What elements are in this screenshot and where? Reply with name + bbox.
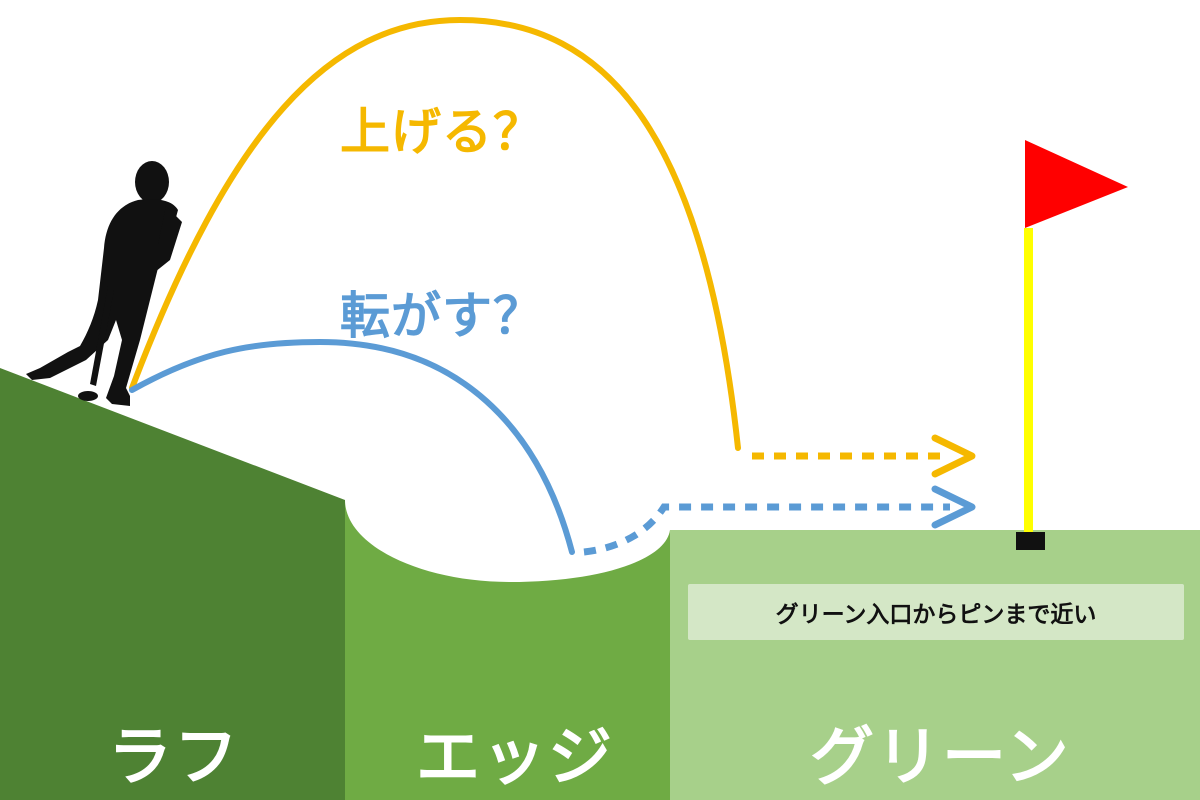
rough-zone [0, 368, 345, 800]
golfer-silhouette-icon [26, 161, 182, 406]
zone-label-green: グリーン [810, 721, 1071, 795]
roll-shot-roll-dotted [583, 503, 950, 556]
roll-shot-arc [129, 338, 575, 555]
high-shot-arrowhead [931, 434, 976, 478]
roll-shot-arrowhead [931, 485, 976, 529]
green-zone [670, 530, 1200, 800]
hole-cup [1016, 532, 1045, 550]
edge-zone [345, 500, 670, 800]
zone-label-edge: エッジ [416, 721, 614, 795]
flag-icon [1025, 140, 1128, 228]
zone-label-rough: ラフ [108, 721, 240, 795]
flag-pole [1024, 228, 1033, 534]
note-text: グリーン入口からピンまで近い [775, 602, 1097, 628]
high-shot-arc [129, 16, 741, 451]
note-box-bg [688, 584, 1184, 640]
high-shot-label: 上げる？ [340, 103, 544, 161]
roll-shot-label: 転がす？ [340, 287, 544, 345]
